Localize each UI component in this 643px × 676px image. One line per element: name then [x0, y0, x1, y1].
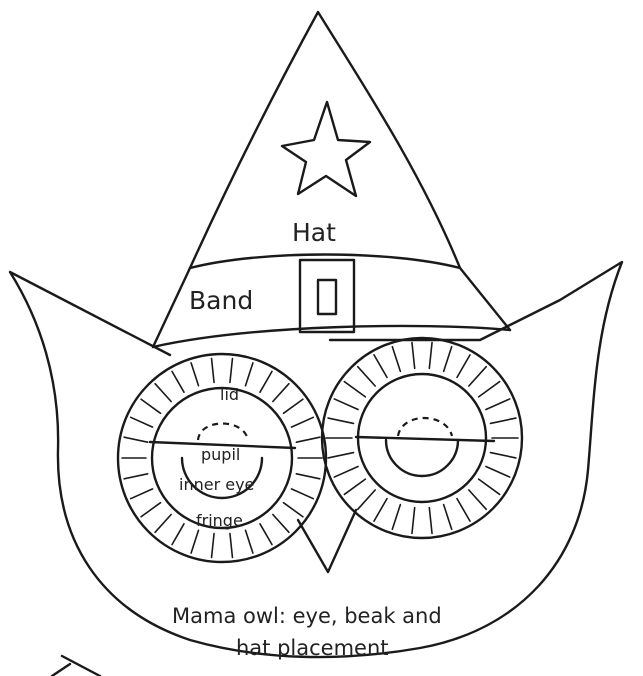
fringe-tick [273, 514, 289, 532]
fringe-tick [344, 382, 365, 397]
hat-buckle-inner [318, 280, 336, 314]
fringe-tick [479, 382, 500, 397]
fringe-tick [429, 508, 432, 534]
fringe-tick [283, 503, 302, 517]
caption-line-1: Mama owl: eye, beak and [172, 604, 442, 628]
fringe-tick [374, 499, 387, 522]
fringe-tick [412, 343, 415, 369]
fringe-tick [191, 530, 198, 553]
label-fringe: fringe [196, 511, 243, 530]
fringe-tick [124, 437, 147, 442]
fringe-tick [344, 479, 365, 494]
fringe-tick [392, 347, 400, 372]
fringe-tick [296, 437, 319, 442]
fringe-tick [273, 384, 289, 402]
fringe-tick [412, 508, 415, 534]
hat-band-top [190, 255, 460, 269]
fringe-tick [444, 505, 452, 530]
fringe-tick [155, 514, 171, 532]
fringe-tick [444, 347, 452, 372]
fringe-tick [141, 399, 160, 413]
hat-band-left [153, 268, 190, 347]
fringe-tick [469, 490, 486, 509]
fringe-tick [291, 489, 313, 499]
fringe-tick [230, 534, 233, 558]
fringe-tick [172, 371, 184, 392]
fringe-tick [131, 489, 153, 499]
fringe-tick [131, 417, 153, 427]
caption-line-2: hat placement [236, 636, 389, 660]
right-eye [322, 338, 522, 538]
fringe-tick [486, 399, 510, 410]
fringe-tick [212, 359, 215, 383]
fringe-tick [457, 355, 470, 378]
hat-band-right [460, 268, 510, 330]
fringe-tick [358, 367, 375, 386]
fringe-tick [486, 466, 510, 477]
fringe-tick [490, 453, 515, 458]
hat-buckle-outer [300, 260, 354, 332]
fringe-tick [334, 466, 358, 477]
fringe-tick [212, 534, 215, 558]
star-icon [282, 102, 370, 196]
fringe-tick [429, 343, 432, 369]
label-inner-eye: inner eye [179, 475, 254, 494]
fringe-tick [358, 490, 375, 509]
fringe-tick [490, 418, 515, 423]
fringe-tick [479, 479, 500, 494]
fringe-tick [245, 530, 252, 553]
fringe-tick [296, 474, 319, 479]
fringe-tick [457, 499, 470, 522]
fringe-tick [334, 399, 358, 410]
fringe-tick [230, 359, 233, 383]
fringe-tick [392, 505, 400, 530]
fringe-tick [469, 367, 486, 386]
fringe-tick [283, 399, 302, 413]
fringe-tick [245, 363, 252, 386]
fringe-tick [260, 524, 272, 545]
label-hat: Hat [292, 218, 336, 247]
label-lid: lid [220, 385, 239, 404]
fringe-tick [124, 474, 147, 479]
fringe-tick [328, 418, 353, 423]
fringe-tick [141, 503, 160, 517]
owl-head-outline [10, 262, 622, 657]
fringe-tick [260, 371, 272, 392]
label-pupil: pupil [201, 445, 240, 464]
fringe-tick [374, 355, 387, 378]
label-band: Band [189, 286, 253, 315]
wing-fragment-2 [52, 664, 70, 676]
fringe-tick [172, 524, 184, 545]
fringe-tick [155, 384, 171, 402]
fringe-tick [291, 417, 313, 427]
fringe-tick [191, 363, 198, 386]
fringe-tick [328, 453, 353, 458]
